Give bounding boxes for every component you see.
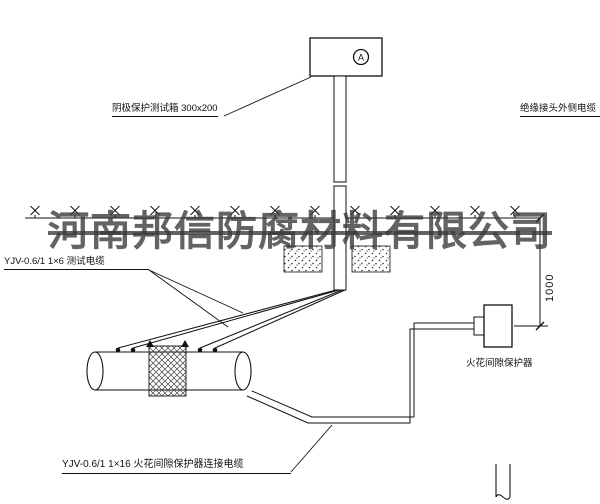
leader-lines (148, 76, 333, 473)
label-test-box: 阴极保护测试箱 300x200 (112, 103, 218, 117)
label-insulated-joint-outer-cable: 绝缘接头外侧电缆 (520, 103, 600, 117)
concrete-foundations (283, 245, 391, 273)
label-spark-gap-protector: 火花间隙保护器 (466, 358, 533, 369)
ground-hatch-marks (30, 205, 520, 219)
ammeter-symbol: A (358, 53, 364, 63)
label-spark-gap-connection-cable: YJV-0.6/1 1×16 火花间隙保护器连接电缆 (62, 459, 291, 474)
dimension-text-1000: 1000 (544, 273, 556, 302)
pipe-break-symbol (495, 464, 511, 500)
test-box (309, 37, 383, 77)
riser-conduit (333, 75, 347, 291)
spark-gap-protector (473, 304, 513, 348)
test-cables (115, 289, 346, 353)
dimension-line (514, 213, 548, 331)
insulating-joint (146, 340, 189, 397)
spark-gap-cables (246, 322, 474, 424)
label-test-cable: YJV-0.6/1 1×6 测试电缆 (4, 256, 149, 270)
